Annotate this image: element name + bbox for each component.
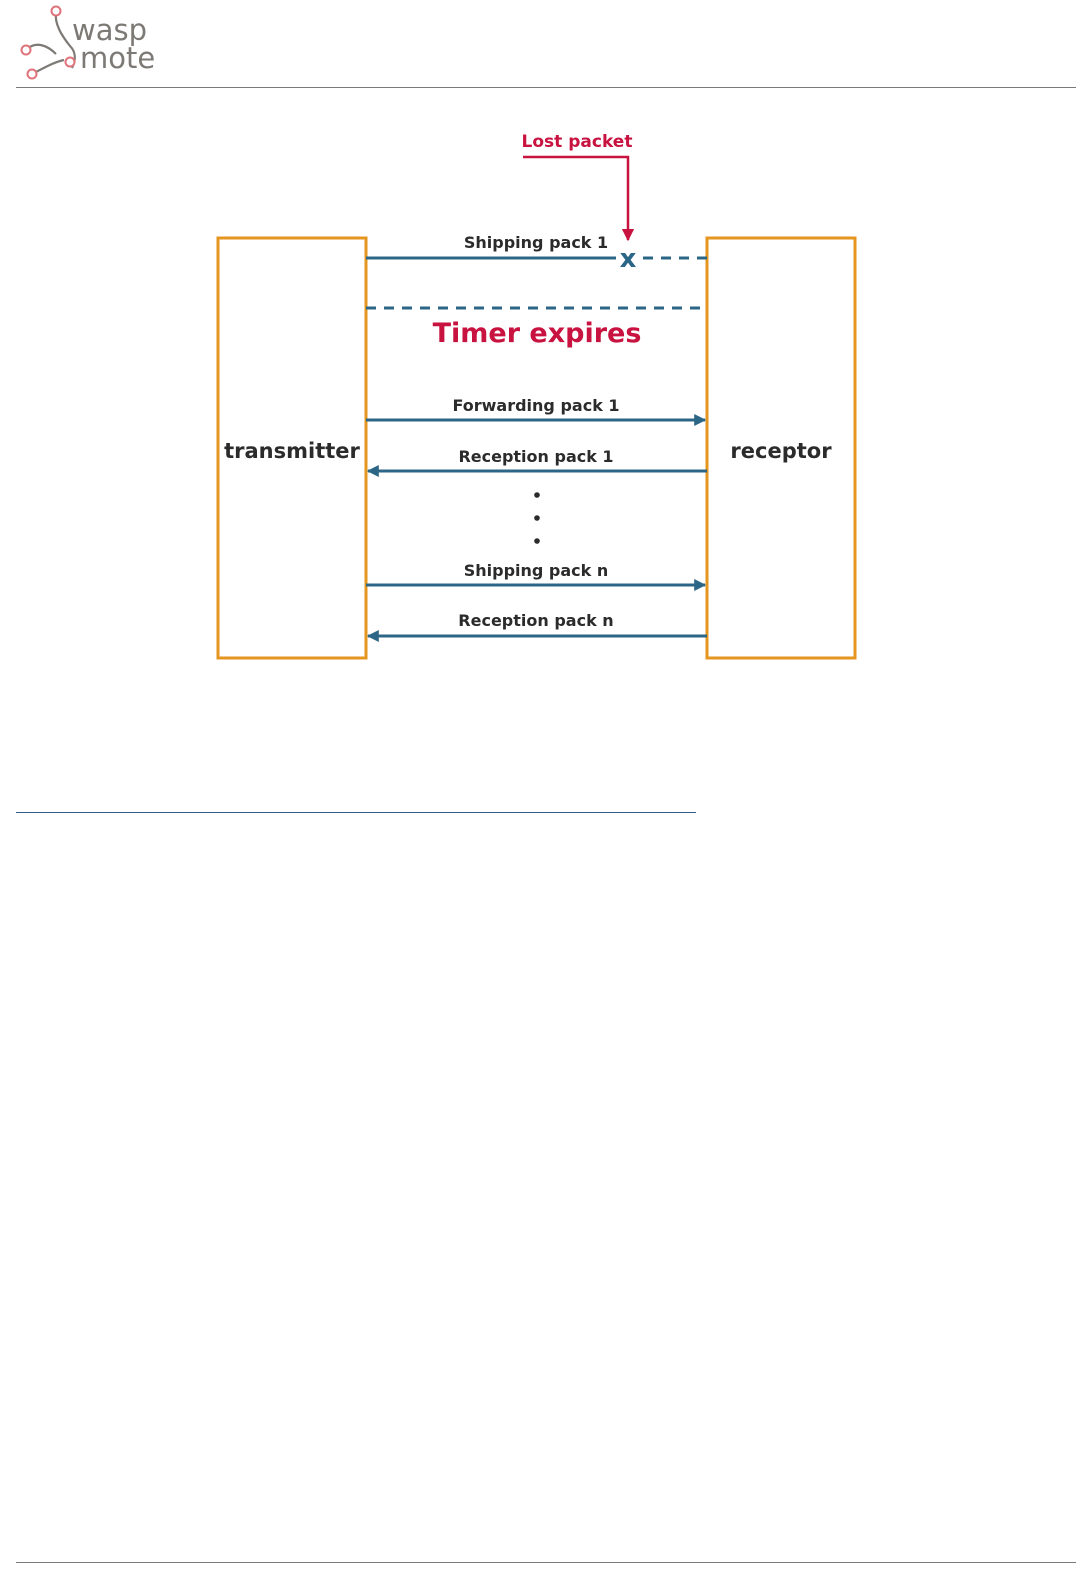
message-label-shipping-pack-n: Shipping pack n (464, 561, 609, 580)
message-label-reception-pack-1: Reception pack 1 (458, 447, 613, 466)
packet-retransmission-diagram: transmitter receptor Lost packet Shippin… (216, 132, 857, 660)
receptor-box (705, 236, 857, 660)
logo-word-wasp: wasp (72, 13, 147, 47)
message-label-reception-pack-n: Reception pack n (458, 611, 613, 630)
header-divider (16, 87, 1076, 88)
transmitter-label: transmitter (224, 439, 360, 463)
lost-packet-x-marker: x (620, 244, 637, 274)
footnote-divider (16, 812, 696, 813)
message-label-forwarding-pack-1: Forwarding pack 1 (452, 396, 619, 415)
message-label-shipping-pack-1: Shipping pack 1 (464, 233, 608, 252)
logo-word-mote: mote (80, 41, 155, 75)
lost-packet-label: Lost packet (522, 132, 633, 152)
page-header: wasp mote (0, 0, 1080, 90)
ellipsis-dot (534, 515, 540, 521)
footer-divider (16, 1562, 1076, 1563)
waspmote-logo: wasp mote (20, 5, 155, 80)
timer-expires-label: Timer expires (433, 318, 642, 349)
receptor-label: receptor (730, 439, 832, 463)
lost-packet-pointer (523, 155, 635, 242)
ellipsis-dot (534, 538, 540, 544)
ellipsis-dot (534, 492, 540, 498)
transmitter-box (216, 236, 368, 660)
